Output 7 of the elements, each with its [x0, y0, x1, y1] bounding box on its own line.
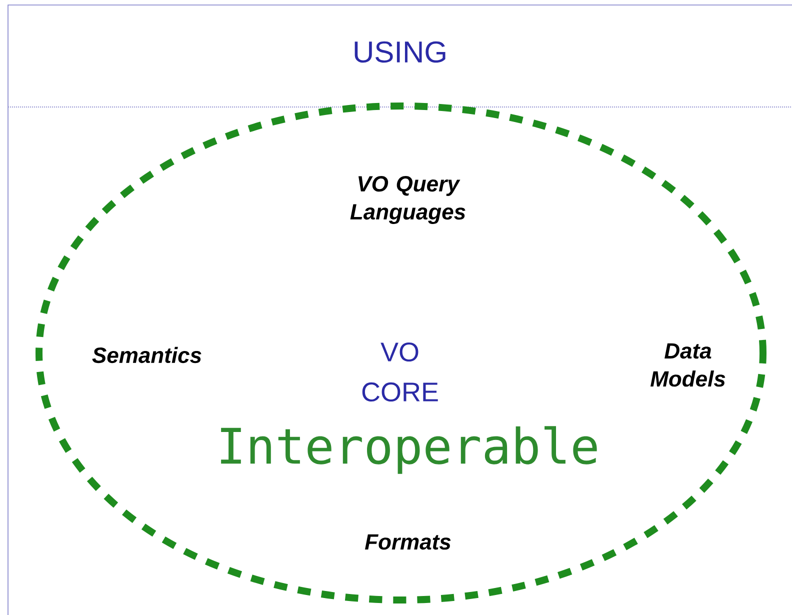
region-label: Semantics [92, 346, 202, 364]
core-label: VO CORE [362, 342, 438, 402]
region-label: VO Query Languages [350, 176, 466, 224]
heading: USING [354, 41, 446, 63]
interoperable-label: Interoperable [221, 426, 597, 474]
region-label: Data Models [650, 343, 726, 387]
region-label: Formats [365, 534, 451, 550]
